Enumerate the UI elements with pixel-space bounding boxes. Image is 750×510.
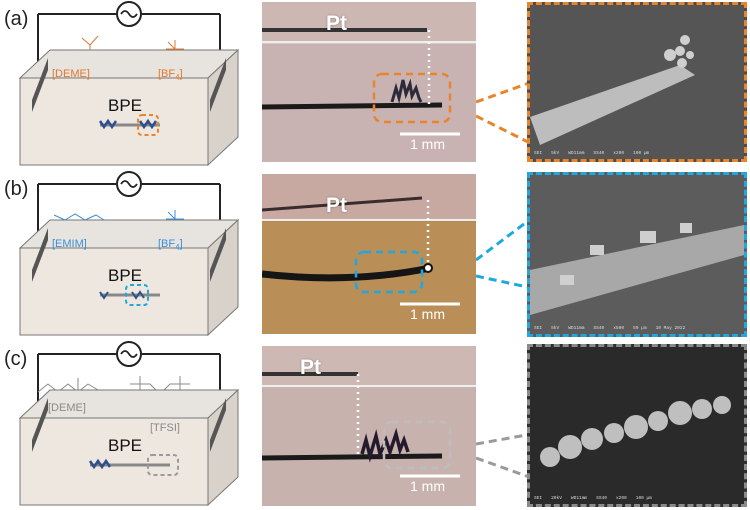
- cell-schematic-b: BPE [EMIM] [BF4]: [10, 170, 250, 340]
- cell-schematic-c: BPE [DEME] [TFSI]: [10, 340, 250, 510]
- micro-highlight-box-a: [372, 72, 452, 124]
- anion-label: [BF4]: [158, 238, 183, 253]
- anion-label: [BF4]: [158, 68, 183, 83]
- zoom-connector-a: [476, 80, 533, 146]
- micro-highlight-box-c: [382, 420, 452, 470]
- optical-micrograph-b: Pt 1 mm: [262, 174, 476, 334]
- zoom-connector-c: [476, 432, 533, 480]
- micrograph-drawing-c: [262, 346, 476, 478]
- cell-drawing-a: [18, 1, 240, 167]
- bpe-label: BPE: [108, 266, 143, 285]
- cation-label: [DEME]: [48, 402, 86, 414]
- panel-label-a: (a): [4, 8, 29, 30]
- pt-label: Pt: [300, 356, 321, 379]
- pt-label: Pt: [326, 194, 347, 217]
- bpe-highlight-box: [125, 284, 149, 306]
- bpe-highlight-box: [137, 114, 159, 136]
- electrode-right: [210, 228, 226, 282]
- electrode-left: [32, 58, 48, 112]
- cation-label: [EMIM]: [52, 238, 87, 250]
- anion-label: [TFSI]: [150, 422, 180, 434]
- electrode-left: [32, 228, 48, 282]
- pt-label: Pt: [326, 12, 347, 35]
- bpe-label: BPE: [108, 436, 143, 455]
- sem-drawing-c: [530, 347, 744, 504]
- sem-drawing-b: [530, 175, 744, 334]
- bpe-highlight-box: [147, 454, 179, 476]
- micro-highlight-box-b: [354, 250, 424, 294]
- sem-drawing-a: [530, 5, 744, 159]
- optical-micrograph-c: Pt 1 mm: [262, 346, 476, 506]
- cell-schematic-a: BPE [DEME] [BF4]: [10, 0, 250, 170]
- bpe-label: BPE: [108, 96, 143, 115]
- electrode-right: [210, 398, 226, 452]
- scale-label: 1 mm: [410, 478, 445, 494]
- scale-label: 1 mm: [410, 136, 445, 152]
- cation-label: [DEME]: [52, 68, 90, 80]
- electrode-left: [32, 398, 48, 452]
- optical-micrograph-a: Pt 1 mm: [262, 2, 476, 162]
- cell-drawing-b: [18, 171, 240, 337]
- panel-label-c: (c): [4, 348, 28, 370]
- zoom-connector-b: [476, 216, 533, 290]
- micrograph-drawing-b: [262, 174, 476, 334]
- micrograph-drawing-a: [262, 2, 476, 162]
- scale-label: 1 mm: [410, 306, 445, 322]
- panel-label-b: (b): [4, 178, 29, 200]
- electrode-right: [210, 58, 226, 112]
- cell-drawing-c: [18, 341, 240, 507]
